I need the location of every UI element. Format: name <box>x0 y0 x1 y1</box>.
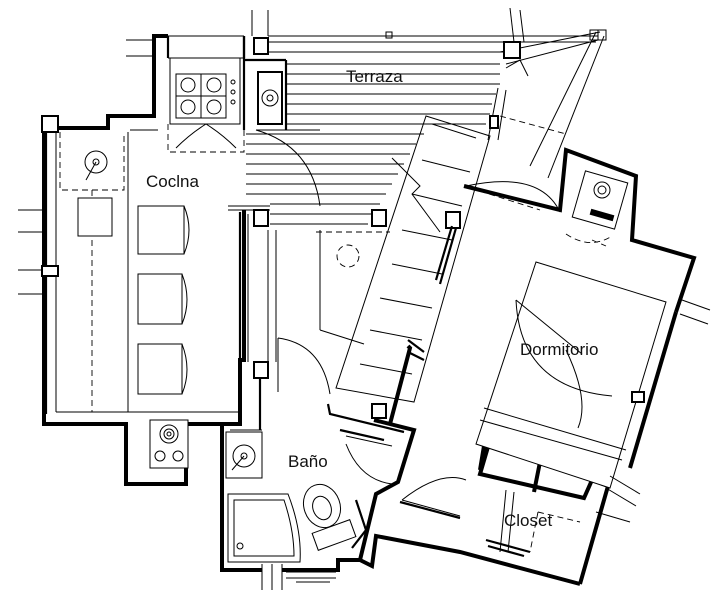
kitchen-area <box>18 34 270 486</box>
room-label-bathroom: Baño <box>288 452 328 471</box>
room-label-kitchen: Coclna <box>146 172 199 191</box>
terrace-decking <box>246 51 506 225</box>
room-label-closet: Closet <box>504 511 552 530</box>
room-label-bedroom: Dormitorio <box>520 340 598 359</box>
terrace-area <box>242 10 607 225</box>
toilet <box>302 483 368 551</box>
shower <box>227 493 301 563</box>
bedroom-area <box>388 7 711 585</box>
staircase <box>316 115 491 419</box>
room-label-terrace: Terraza <box>346 67 403 86</box>
bed <box>475 261 667 489</box>
bathroom-area <box>220 230 417 590</box>
closet-area <box>359 477 581 586</box>
